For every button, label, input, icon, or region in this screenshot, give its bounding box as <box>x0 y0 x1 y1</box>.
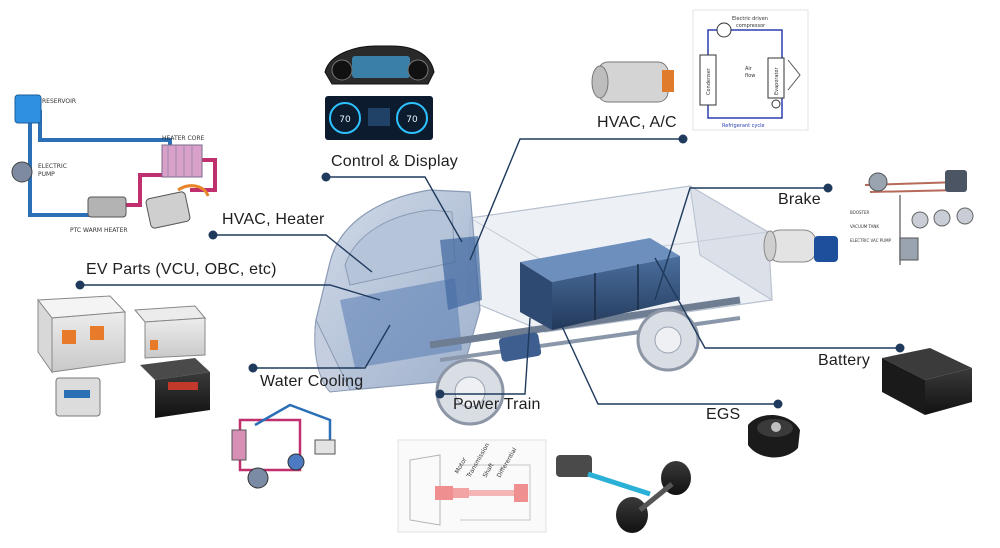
booster-text: BOOSTER <box>850 210 869 215</box>
label-ev-parts: EV Parts (VCU, OBC, etc) <box>86 261 277 278</box>
egs-shifter <box>748 414 800 458</box>
dot-hvac-heater <box>208 230 218 240</box>
battery-pack-in-truck <box>520 238 680 330</box>
dashboard-images: 70 70 <box>324 45 435 140</box>
cycle-text: Refrigerant cycle <box>722 123 765 129</box>
dot-egs <box>773 399 783 409</box>
brake-system-diagram: BOOSTER VACUUM TANK ELECTRIC VAC PUMP <box>763 170 974 265</box>
compressor-text-2: compressor <box>736 23 766 29</box>
dot-hvac-ac <box>678 134 688 144</box>
vcu-unit <box>37 295 127 374</box>
inverter-unit <box>140 358 210 418</box>
label-water-cooling: Water Cooling <box>260 373 364 390</box>
ev-parts-images <box>37 295 210 418</box>
rear-wheel <box>636 308 700 372</box>
electric-pump <box>11 161 33 183</box>
reservoir-tank <box>14 94 42 124</box>
leader-dots <box>75 134 905 409</box>
water-cooling-diagram <box>231 403 336 489</box>
heater-core-text: HEATER CORE <box>162 135 205 142</box>
pump-text-2: PUMP <box>38 171 55 178</box>
label-control-display: Control & Display <box>331 153 459 170</box>
dot-battery <box>895 343 905 353</box>
leader-lines <box>80 138 900 405</box>
air-flow-text-2: flow <box>745 73 755 79</box>
front-wheel <box>435 358 505 426</box>
heater-system-diagram: RESERVOIR ELECTRIC PUMP HEATER CORE PTC … <box>11 94 217 234</box>
leader-brake <box>654 187 828 301</box>
compressor-text-1: Electric driven <box>732 16 768 22</box>
leader-hvac-heater <box>213 234 373 273</box>
battery-product <box>882 348 972 415</box>
drivetrain-3d <box>556 455 691 533</box>
vacuum-pump <box>763 229 838 263</box>
leader-control-display <box>326 176 463 243</box>
dot-ev-parts <box>75 280 85 290</box>
obc-unit <box>133 305 207 359</box>
heater-module <box>145 191 191 229</box>
leader-hvac-ac <box>469 138 683 261</box>
ptc-heater <box>87 196 127 218</box>
drivetrain-diagram: Motor Transmission Shaft Differential <box>397 439 691 533</box>
vac-pump-text: ELECTRIC VAC PUMP <box>850 238 892 243</box>
ac-compressor <box>591 61 674 103</box>
dot-water-cooling <box>248 363 258 373</box>
leader-egs <box>559 321 778 405</box>
dot-control-display <box>321 172 331 182</box>
heater-core <box>161 144 203 178</box>
dot-brake <box>823 183 833 193</box>
label-egs: EGS <box>706 406 741 423</box>
right-gauge-value: 70 <box>406 115 418 125</box>
label-power-train: Power Train <box>453 396 541 413</box>
ptc-text: PTC WARM HEATER <box>70 227 128 234</box>
ac-system-diagram: Electric driven compressor Condenser Eva… <box>591 9 809 131</box>
label-hvac-ac: HVAC, A/C <box>597 114 677 131</box>
vacuum-tank-text: VACUUM TANK <box>850 224 879 229</box>
leader-water-cooling <box>253 324 391 369</box>
pump-text-1: ELECTRIC <box>38 163 67 170</box>
leader-power-train <box>440 317 531 395</box>
condenser-text: Condenser <box>706 67 712 95</box>
leader-ev-parts <box>80 284 381 301</box>
air-flow-text-1: Air <box>745 66 753 72</box>
truck-illustration <box>314 185 773 426</box>
leader-battery <box>654 257 900 349</box>
evaporator-text: Evaporator <box>774 66 780 95</box>
left-gauge-value: 70 <box>339 115 351 125</box>
label-battery: Battery <box>818 352 871 369</box>
label-hvac-heater: HVAC, Heater <box>222 211 325 228</box>
dot-power-train <box>435 389 445 399</box>
reservoir-text: RESERVOIR <box>42 98 76 105</box>
label-brake: Brake <box>778 191 821 208</box>
ecu-module <box>55 377 101 417</box>
